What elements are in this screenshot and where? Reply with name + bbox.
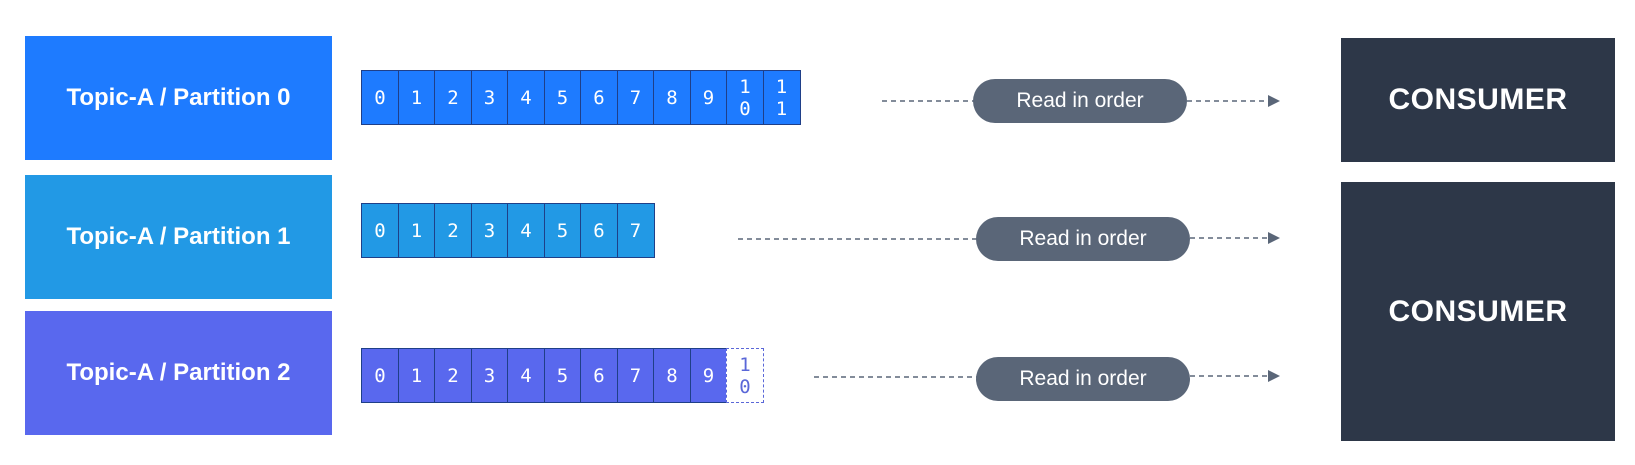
offset-cell: 9 xyxy=(689,348,728,403)
partition-2-read-in-order-pill: Read in order xyxy=(976,357,1190,401)
partition-2-dashed-line xyxy=(814,370,977,384)
offset-cell: 7 xyxy=(616,348,655,403)
consumer-1-box: CONSUMER xyxy=(1341,38,1615,162)
offset-cell: 7 xyxy=(616,203,655,258)
offset-cell: 4 xyxy=(507,203,545,258)
offset-cell: 9 xyxy=(689,70,728,125)
partition-0-read-in-order-pill: Read in order xyxy=(973,79,1187,123)
offset-cell: 0 xyxy=(361,70,399,125)
offset-cell: 0 xyxy=(361,348,399,403)
partition-2-label: Topic-A / Partition 2 xyxy=(25,311,332,435)
partition-0-arrow-to-consumer xyxy=(1187,94,1280,108)
offset-cell: 4 xyxy=(507,348,545,403)
offset-cell: 1 xyxy=(397,348,436,403)
offset-cell: 5 xyxy=(543,348,582,403)
offset-cell: 6 xyxy=(580,203,618,258)
partition-1-dashed-line xyxy=(738,232,977,246)
partition-2-arrow-to-consumer xyxy=(1190,369,1280,383)
offset-cell: 3 xyxy=(470,348,509,403)
offset-cell: 2 xyxy=(434,70,472,125)
offset-cell: 1 xyxy=(397,203,436,258)
offset-cell: 8 xyxy=(653,70,691,125)
offset-cell: 7 xyxy=(616,70,655,125)
offset-cell: 5 xyxy=(543,203,582,258)
partition-1-label: Topic-A / Partition 1 xyxy=(25,175,332,299)
offset-cell: 1 xyxy=(397,70,436,125)
offset-cell: 3 xyxy=(470,203,509,258)
offset-cell: 8 xyxy=(653,348,691,403)
partition-1-read-in-order-pill: Read in order xyxy=(976,217,1190,261)
offset-cell: 5 xyxy=(543,70,582,125)
offset-cell: 0 xyxy=(361,203,399,258)
consumer-2-box: CONSUMER xyxy=(1341,182,1615,441)
offset-cell: 6 xyxy=(580,348,618,403)
partition-0-dashed-line xyxy=(882,94,974,108)
partition-1-arrow-to-consumer xyxy=(1190,231,1280,245)
offset-cell: 4 xyxy=(507,70,545,125)
offset-cell: 2 xyxy=(434,203,472,258)
offset-cell: 6 xyxy=(580,70,618,125)
offset-cell: 3 xyxy=(470,70,509,125)
offset-cell: 2 xyxy=(434,348,472,403)
partition-0-label: Topic-A / Partition 0 xyxy=(25,36,332,160)
